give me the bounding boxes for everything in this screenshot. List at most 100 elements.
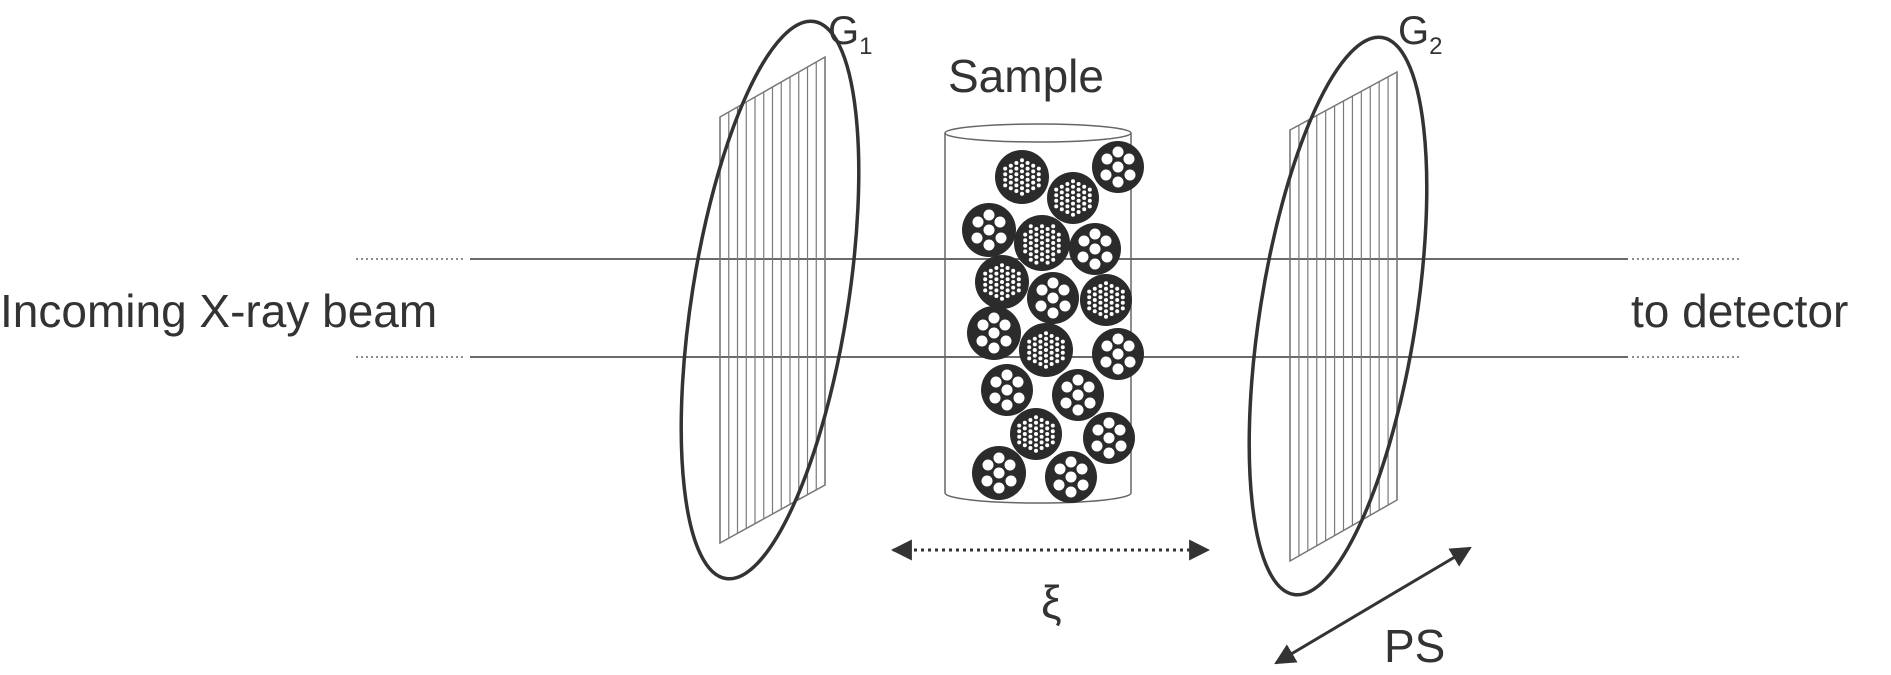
particle-pore <box>1044 359 1048 364</box>
particle-pore <box>1091 440 1103 452</box>
particle-pore <box>1065 210 1070 214</box>
particle-pore <box>1028 429 1033 434</box>
particle-pore <box>1040 246 1044 251</box>
particle-pore <box>1071 190 1075 195</box>
particle-pore <box>1038 350 1043 355</box>
particle-pore <box>1013 392 1025 404</box>
particle-pore <box>1038 334 1043 338</box>
particle-pore <box>1020 186 1024 191</box>
particle-pore <box>1045 432 1050 436</box>
particle-pore <box>1050 423 1055 428</box>
particle-pore <box>1103 417 1115 429</box>
particle-pore <box>1031 169 1036 174</box>
particle-pore <box>1025 166 1030 171</box>
particle-pore <box>1051 257 1056 262</box>
particle-pore <box>1100 235 1112 247</box>
particle-pore <box>1031 186 1036 191</box>
particle-pore <box>1087 198 1092 203</box>
particle-pore <box>1047 292 1059 304</box>
particle-pore <box>1044 331 1048 336</box>
particle-pore <box>1104 292 1108 297</box>
particle-pore <box>1034 426 1038 431</box>
particle-pore <box>1087 289 1092 294</box>
sample-particle <box>1019 323 1073 377</box>
particle-pore <box>1120 289 1125 294</box>
cylinder-top <box>944 123 1132 143</box>
particle-pore <box>1011 268 1016 273</box>
particle-pore <box>1049 334 1054 338</box>
particle-pore <box>1017 440 1022 445</box>
particle-pore <box>1059 201 1064 206</box>
particle-pore <box>1065 471 1077 483</box>
particle-pore <box>1035 300 1047 312</box>
particle-pore <box>1044 336 1048 341</box>
particle-pore <box>1011 274 1016 279</box>
particle-pore <box>1034 415 1038 420</box>
particle-pore <box>1045 420 1050 425</box>
particle-pore <box>1020 191 1024 196</box>
particle-pore <box>1087 300 1092 305</box>
particle-pore <box>983 288 988 293</box>
particle-pore <box>1103 447 1115 459</box>
particle-pore <box>1053 479 1065 491</box>
particle-pore <box>1083 381 1095 393</box>
particle-pore <box>1123 340 1135 352</box>
particle-pore <box>1028 418 1033 422</box>
particle-pore <box>1022 437 1027 442</box>
particle-pore <box>1059 184 1064 189</box>
particle-pore <box>1051 246 1056 251</box>
sample-particle <box>967 306 1021 360</box>
particle-pore <box>1028 434 1033 439</box>
particle-pore <box>1114 424 1126 436</box>
particle-pore <box>1049 339 1054 344</box>
particle-pore <box>983 239 995 251</box>
particle-pore <box>994 294 999 298</box>
particle-pore <box>1003 183 1008 188</box>
particle-pore <box>1036 284 1048 296</box>
particle-pore <box>1034 232 1039 237</box>
particle-pore <box>1087 306 1092 311</box>
particle-pore <box>1072 404 1084 416</box>
particle-pore <box>1020 163 1024 168</box>
particle-pore <box>1089 258 1101 270</box>
particle-pore <box>1003 177 1008 182</box>
particle-pore <box>1109 284 1114 288</box>
particle-pore <box>1040 229 1044 234</box>
particle-pore <box>983 224 995 236</box>
particle-pore <box>1123 153 1135 165</box>
particle-pore <box>1109 300 1114 305</box>
particle-pore <box>1032 336 1037 341</box>
particle-pore <box>1039 446 1044 450</box>
particle-pore <box>1087 204 1092 209</box>
particle-pore <box>1000 280 1004 284</box>
particle-pore <box>1031 180 1036 185</box>
particle-pore <box>1034 437 1038 442</box>
particle-pore <box>1016 277 1021 282</box>
particle-pore <box>1055 353 1060 358</box>
grating-g1-ellipse <box>679 19 861 581</box>
particle-pore <box>1101 153 1113 165</box>
particle-pore <box>994 277 999 282</box>
ps-arrow <box>1274 546 1472 665</box>
sample-particle <box>995 150 1049 204</box>
particle-pore <box>1100 169 1112 181</box>
particle-pore <box>1071 179 1075 184</box>
particle-pore <box>1040 257 1044 262</box>
incoming-beam-label: Incoming X-ray beam <box>0 285 437 337</box>
particle-pore <box>1040 224 1044 229</box>
particle-pore <box>1028 252 1033 257</box>
particle-pore <box>1020 158 1024 163</box>
particle-pore <box>1115 309 1120 314</box>
particle-pore <box>1020 169 1024 174</box>
particle-pore <box>1047 307 1059 319</box>
particle-pore <box>1109 312 1114 316</box>
particle-pore <box>1051 235 1056 240</box>
particle-pore <box>1065 193 1070 198</box>
particle-pore <box>1022 420 1027 425</box>
particle-pore <box>1016 288 1021 293</box>
particle-pore <box>1032 348 1037 352</box>
particle-pore <box>971 232 983 244</box>
sample-particle <box>1083 412 1135 464</box>
particle-pore <box>1051 241 1056 245</box>
particle-pore <box>1076 463 1088 475</box>
